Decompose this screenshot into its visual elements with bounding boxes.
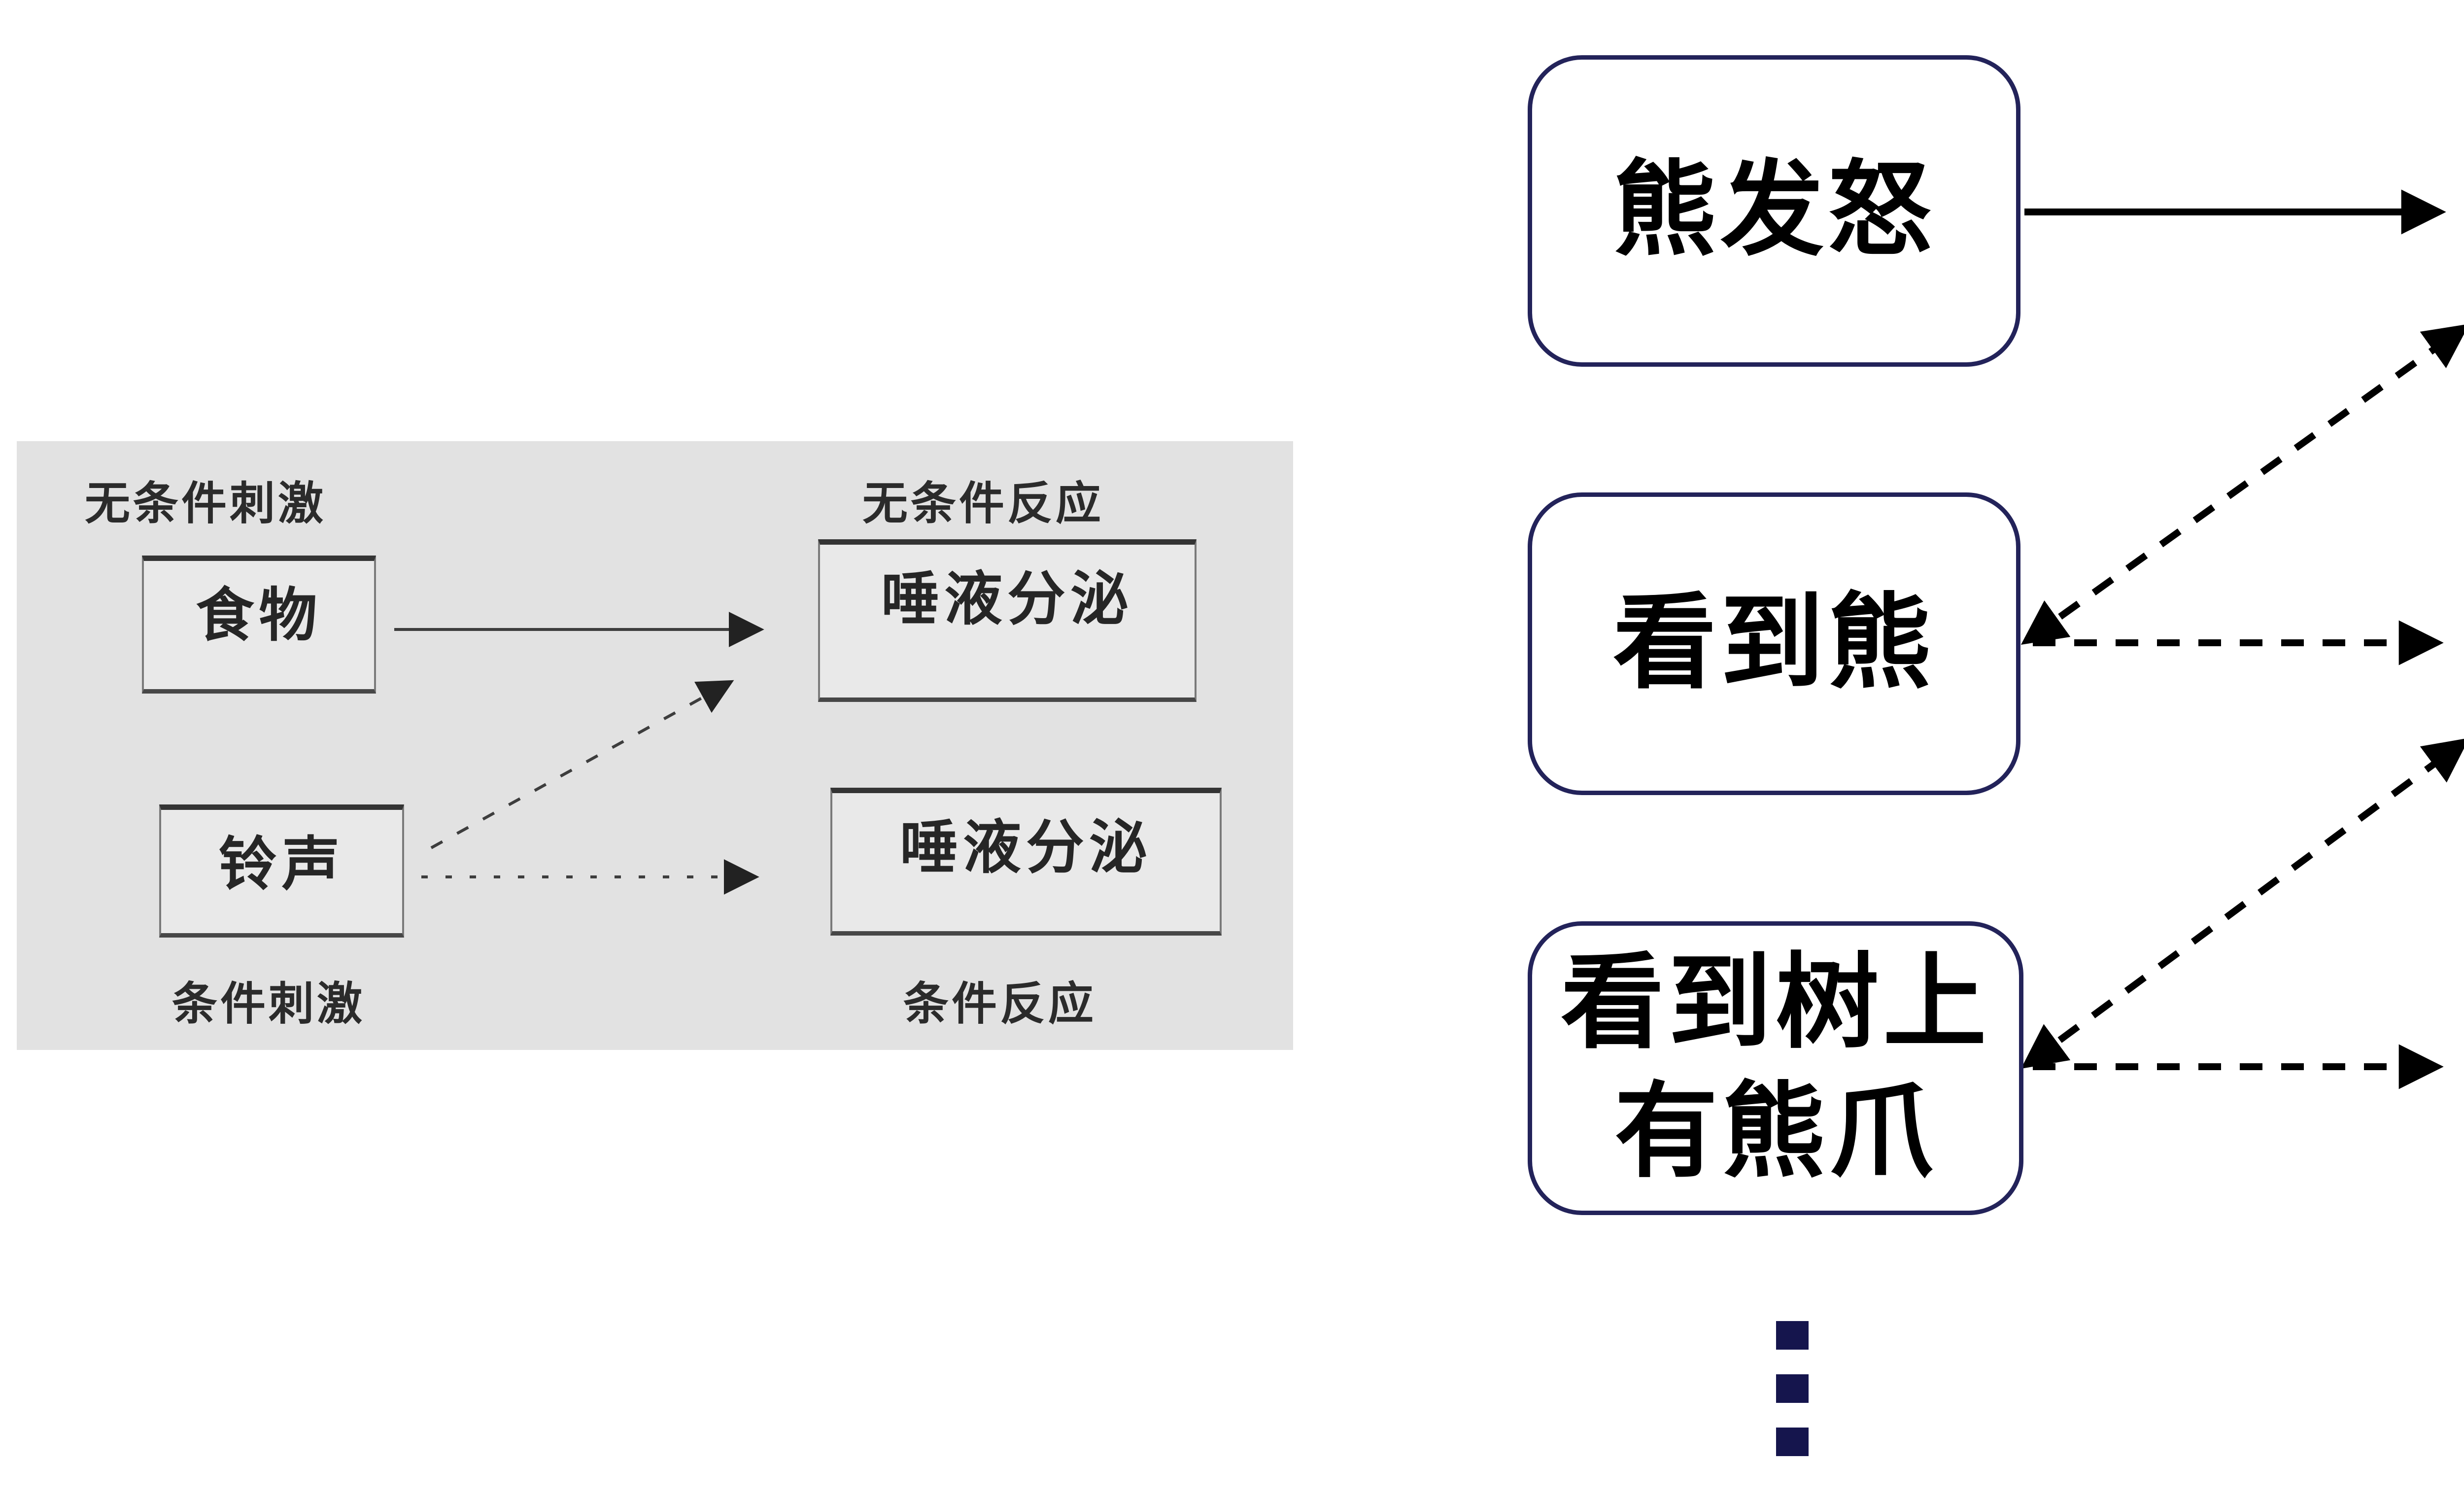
- state-node-label: 看到树上 有熊爪: [1560, 946, 1990, 1190]
- state-node-see-bear: 看到熊: [1528, 492, 2020, 795]
- ellipsis-dot: [1776, 1321, 1809, 1350]
- state-node-label: 看到熊: [1612, 586, 1935, 701]
- bell-to-saliva-upper-arrow: [430, 680, 734, 849]
- saliva-lower-box: 唾液分泌: [830, 788, 1222, 936]
- bell-box: 铃声: [159, 804, 404, 938]
- ellipsis-dot: [1776, 1428, 1809, 1456]
- state-node-bear-claw: 看到树上 有熊爪: [1528, 921, 2023, 1215]
- food-box: 食物: [142, 556, 376, 694]
- unconditioned-stimulus-label: 无条件刺激: [85, 479, 327, 529]
- see-bear-to-reward-arrow: [2020, 324, 2464, 645]
- state-node-label: 熊发怒: [1612, 153, 1935, 268]
- saliva-upper-box-label: 唾液分泌: [881, 567, 1133, 632]
- ellipsis-dot: [1776, 1374, 1809, 1403]
- conditioned-response-label: 条件反应: [903, 979, 1097, 1029]
- state-node-bear-anger: 熊发怒: [1528, 55, 2020, 367]
- saliva-lower-box-label: 唾液分泌: [899, 815, 1152, 880]
- food-box-label: 食物: [196, 583, 322, 648]
- bear-claw-to-value-next-arrow: [2021, 737, 2464, 1069]
- conditioned-stimulus-label: 条件刺激: [172, 979, 366, 1029]
- bell-box-label: 铃声: [218, 832, 345, 897]
- saliva-upper-box: 唾液分泌: [818, 539, 1197, 702]
- unconditioned-response-label: 无条件反应: [862, 479, 1104, 529]
